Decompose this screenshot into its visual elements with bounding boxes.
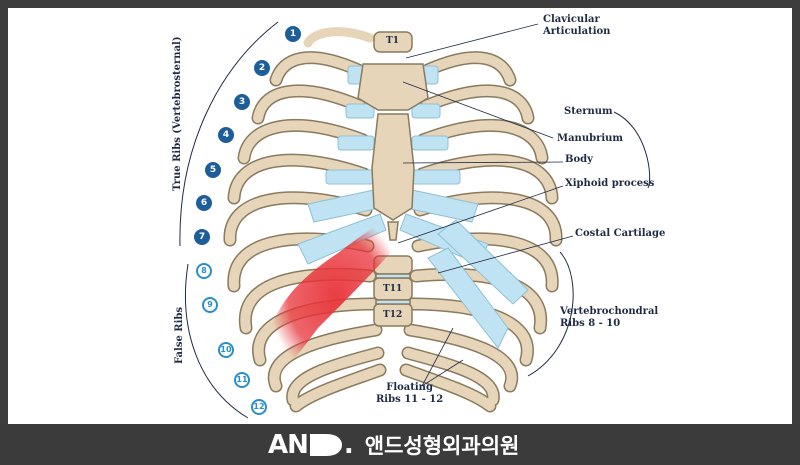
clavicular-articulation-label: Clavicular Articulation	[543, 14, 610, 38]
vertebrochondral-line1: Vertebrochondral	[560, 306, 659, 317]
sternum-bracket	[613, 111, 651, 189]
floating-line1: Floating	[386, 382, 433, 393]
rib-number-2: 2	[254, 60, 270, 76]
true-ribs-label: True Ribs (Vertebrosternal)	[172, 36, 183, 191]
clavicular-label-line2: Articulation	[543, 26, 611, 37]
brand: AN . 앤드성형외과의원	[268, 430, 519, 460]
false-ribs-bracket	[185, 263, 249, 419]
logo-dot: .	[343, 430, 354, 460]
footer-bar: AN . 앤드성형외과의원	[0, 424, 800, 465]
logo-letters: AN	[268, 430, 309, 460]
rib-number-5: 5	[205, 162, 221, 178]
floating-line2: Ribs 11 - 12	[376, 394, 444, 405]
xiphoid-process-label: Xiphoid process	[565, 178, 655, 189]
clavicular-label-line1: Clavicular	[543, 14, 600, 25]
vertebra-t1-label: T1	[386, 36, 399, 46]
rib-number-9: 9	[202, 297, 218, 313]
logo-d-shape	[309, 434, 342, 456]
sternum-label: Sternum	[564, 106, 613, 117]
vertebra-t11-label: T11	[383, 284, 403, 294]
vertebrochondral-line2: Ribs 8 - 10	[560, 318, 621, 329]
vertebrochondral-label: Vertebrochondral Ribs 8 - 10	[560, 306, 658, 330]
rib-number-8: 8	[196, 263, 212, 279]
floating-ribs-label: Floating Ribs 11 - 12	[376, 382, 443, 406]
manubrium-label: Manubrium	[557, 133, 624, 144]
rib-number-1: 1	[285, 26, 301, 42]
rib-number-10: 10	[218, 342, 234, 358]
rib-number-4: 4	[218, 127, 234, 143]
manubrium-shape	[357, 63, 429, 111]
costal-cartilages	[297, 67, 529, 349]
rib-number-6: 6	[196, 195, 212, 211]
rib-number-12: 12	[251, 399, 267, 415]
highlight-region	[268, 213, 403, 378]
false-ribs-label: False Ribs	[174, 306, 185, 364]
body-label: Body	[565, 154, 593, 165]
rib-number-3: 3	[234, 94, 250, 110]
sternum-body-shape	[371, 113, 415, 221]
vertebra-t12-label: T12	[383, 310, 403, 320]
leader-lines	[397, 23, 574, 387]
vertebrochondral-bracket	[527, 251, 574, 377]
rib-number-11: 11	[234, 372, 250, 388]
rib-cage-illustration	[179, 21, 651, 419]
costal-cartilage-label: Costal Cartilage	[575, 228, 666, 239]
rib-number-7: 7	[194, 229, 210, 245]
spine	[373, 31, 413, 327]
true-ribs-bracket	[179, 21, 279, 247]
clinic-name: 앤드성형외과의원	[364, 434, 520, 458]
rib-cage-diagram: 1 2 3 4 5 6 7 8 9 10 11 12 T1 T11 T12 Cl…	[8, 8, 792, 424]
brand-logo: AN .	[268, 430, 354, 460]
